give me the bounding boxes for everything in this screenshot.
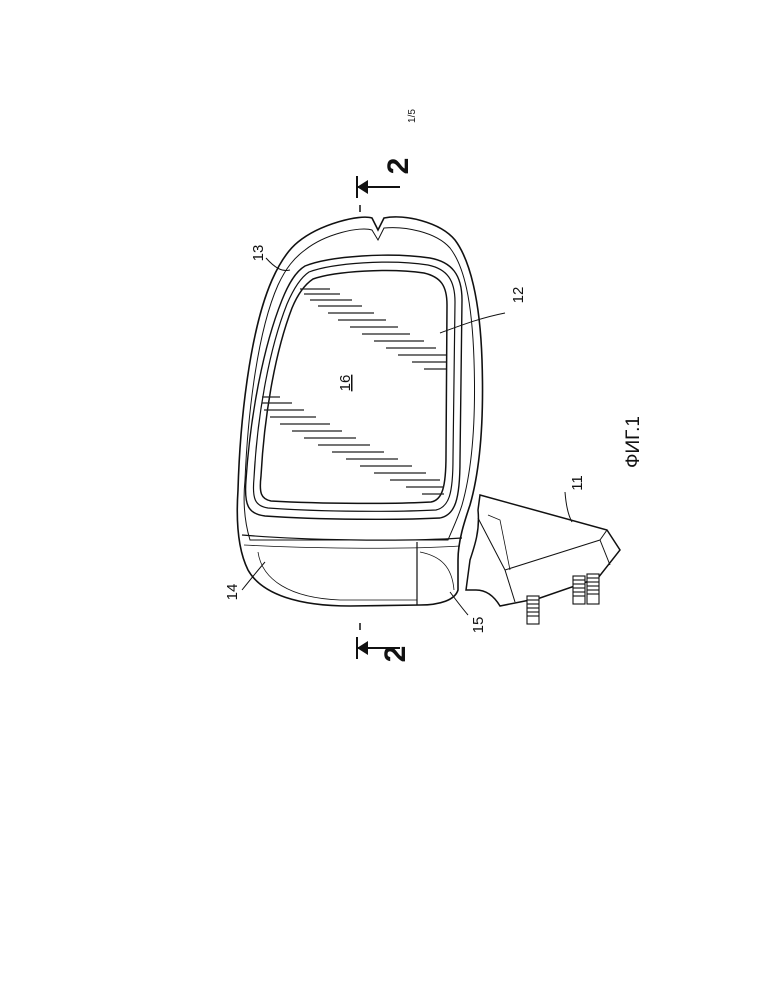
ref-numeral-14: 14 [224,584,241,601]
section-number-bottom: 2 [379,646,412,663]
ref-numeral-12: 12 [510,287,527,304]
leader-lines [242,258,572,615]
bolt-2 [573,576,585,604]
ref-numeral-16: 16 [337,375,354,392]
section-marker-top: 2 [357,158,415,212]
housing-inner-rim [244,228,474,540]
bolt-1 [527,596,539,624]
section-number-top: 2 [382,158,415,175]
section-marker-bottom: 2 [357,623,412,662]
figure-caption: ФИГ.1 [623,416,644,468]
glass-frame-middle [253,262,455,511]
ref-numeral-15: 15 [470,617,487,634]
glass-hatching [262,289,446,494]
page-number: 1/5 [407,109,418,123]
ref-numeral-13: 13 [250,245,267,262]
bolt-3 [587,574,599,604]
ref-numeral-11: 11 [569,475,586,491]
mirror-base [466,495,620,624]
